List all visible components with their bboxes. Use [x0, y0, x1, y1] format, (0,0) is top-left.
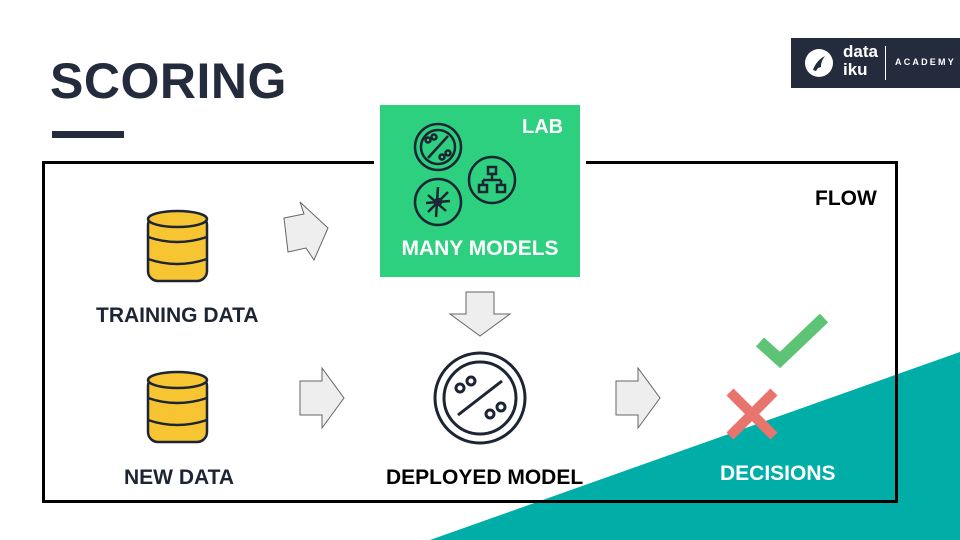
model-icon	[413, 122, 463, 172]
deployed-model-icon	[433, 351, 527, 445]
logo-academy-label: ACADEMY	[895, 57, 956, 67]
flow-label: FLOW	[815, 187, 877, 210]
lab-box: LAB MANY MODELS	[380, 105, 580, 277]
decisions-label: DECISIONS	[720, 462, 836, 485]
bird-icon	[805, 49, 833, 77]
lab-title: MANY MODELS	[401, 237, 559, 260]
database-icon	[146, 209, 209, 283]
logo-wordmark: data iku	[843, 43, 878, 79]
dataiku-academy-logo: data iku ACADEMY	[791, 38, 960, 88]
cross-icon	[726, 388, 778, 440]
slide-title: SCORING	[50, 53, 287, 109]
database-icon	[146, 370, 209, 444]
arrow-icon	[299, 366, 345, 430]
logo-divider	[885, 46, 886, 80]
arrow-icon	[448, 291, 512, 337]
network-model-icon	[413, 177, 463, 227]
arrow-icon	[615, 366, 661, 430]
arrow-icon	[283, 201, 329, 262]
lab-model-icons	[413, 122, 517, 227]
title-underline	[52, 131, 124, 138]
tree-model-icon	[467, 155, 517, 205]
deployed-model-label: DEPLOYED MODEL	[386, 466, 584, 489]
training-data-label: TRAINING DATA	[96, 304, 259, 327]
logo-line-1: data	[843, 42, 878, 61]
check-icon	[755, 313, 829, 369]
lab-label: LAB	[522, 116, 564, 138]
logo-line-2: iku	[843, 60, 868, 79]
new-data-label: NEW DATA	[124, 466, 235, 489]
